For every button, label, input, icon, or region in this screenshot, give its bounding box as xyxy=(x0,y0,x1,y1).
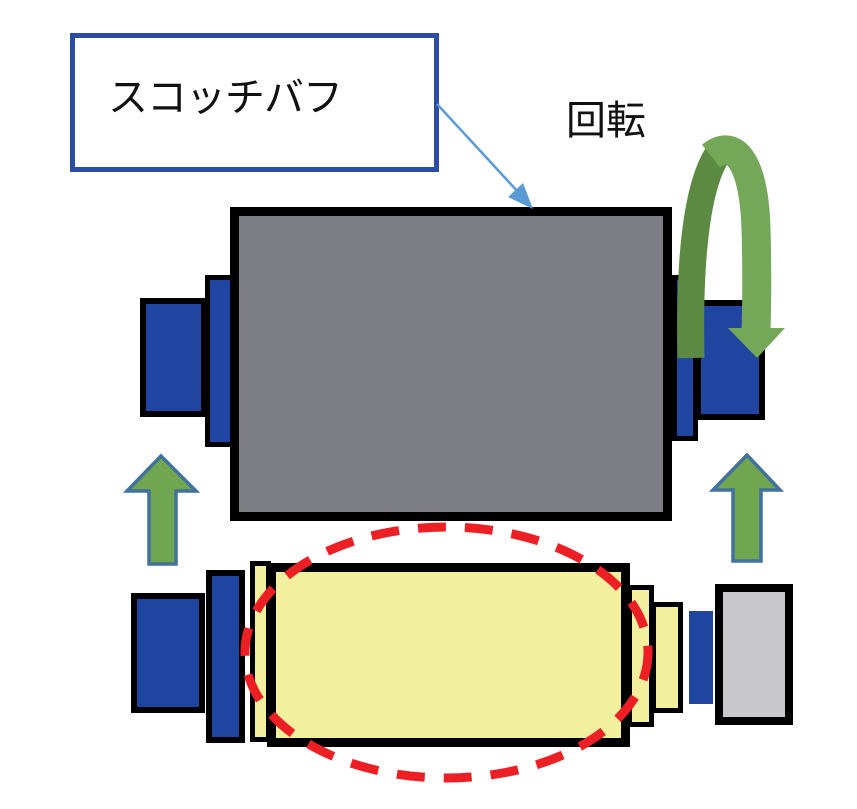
lift-up-arrow-right-icon xyxy=(708,452,785,563)
bottom-roller xyxy=(267,563,630,747)
lift-up-arrow-left-icon xyxy=(122,453,201,566)
rotation-label: 回転 xyxy=(566,98,646,143)
top-shaft-right-outer xyxy=(695,300,765,420)
bottom-end-block xyxy=(715,584,793,725)
buff-label-text: スコッチバフ xyxy=(108,75,343,120)
bottom-roller-step-2 xyxy=(651,602,683,713)
bottom-shaft-left-outer xyxy=(131,593,205,713)
bottom-roller-step-1 xyxy=(627,585,654,727)
bottom-shaft-left-inner xyxy=(206,570,245,743)
bottom-shaft-right xyxy=(689,611,713,704)
label-connector-arrow-icon xyxy=(436,103,533,209)
top-shaft-left-outer xyxy=(140,298,207,417)
top-roller-buff xyxy=(230,207,672,521)
buff-label-box: スコッチバフ xyxy=(70,33,439,172)
